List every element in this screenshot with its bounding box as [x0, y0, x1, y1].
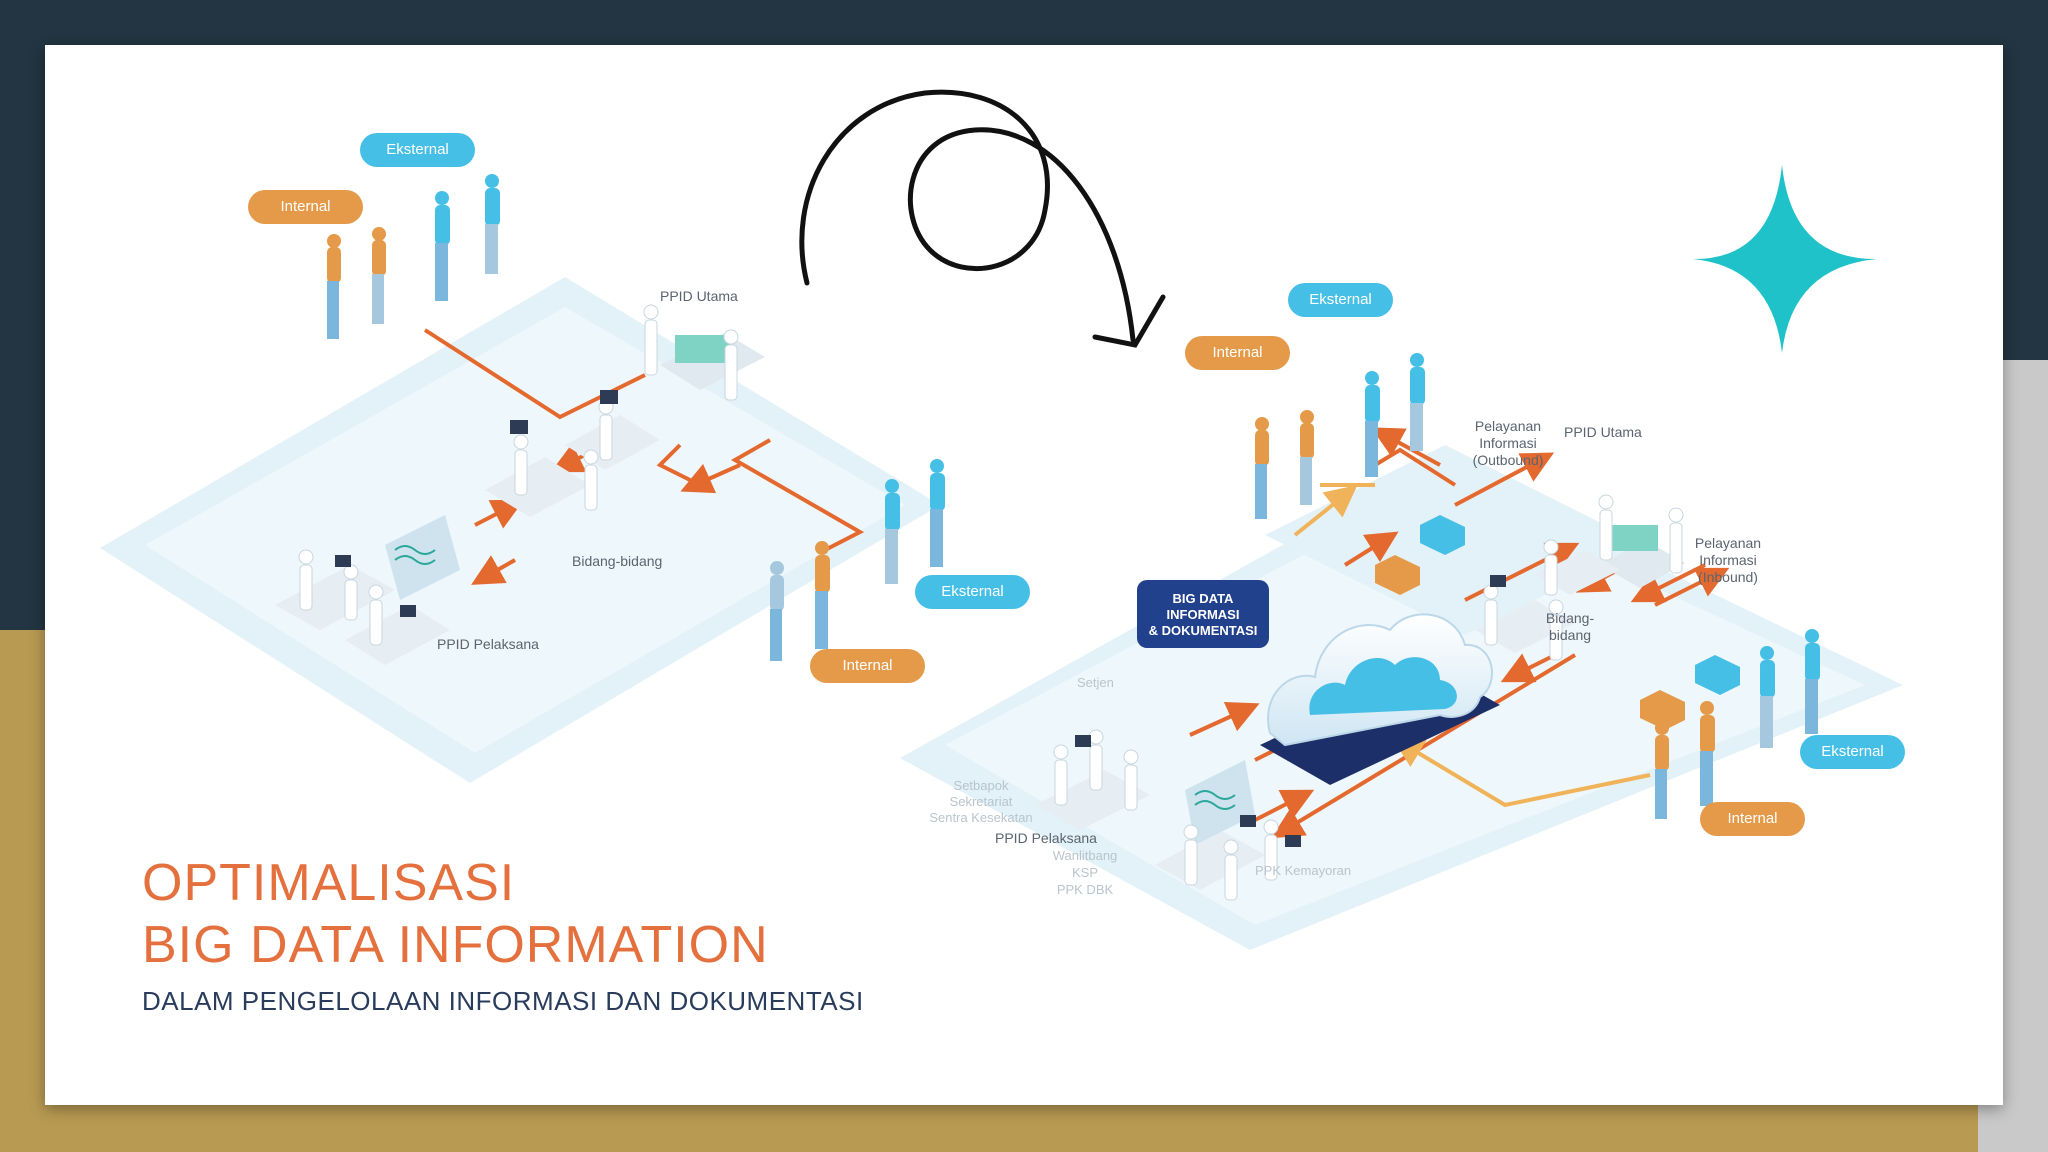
- pelayanan-outbound-line3: (Outbound): [1472, 452, 1544, 468]
- left-platform: [100, 277, 940, 783]
- faint-left-line1: Setbapok: [953, 778, 1009, 793]
- left-bidang-label: Bidang-bidang: [572, 553, 663, 569]
- right-internal-top-pill: Internal: [1185, 336, 1290, 370]
- right-pelayanan-outbound-label: Pelayanan Informasi (Outbound): [1463, 418, 1553, 469]
- left-flow-arrows: [423, 328, 865, 585]
- right-internal-bottom-pill: Internal: [1700, 802, 1805, 836]
- faint-left-line3: Sentra Kesekatan: [929, 810, 1033, 825]
- right-ppid-utama-label: PPID Utama: [1564, 424, 1642, 440]
- left-ppid-pelaksana-label: PPID Pelaksana: [437, 636, 539, 652]
- title-line-1: OPTIMALISASI: [142, 854, 516, 912]
- left-people: [275, 174, 945, 665]
- pelayanan-inbound-line1: Pelayanan: [1694, 535, 1762, 551]
- pelayanan-inbound-line3: (Inbound): [1698, 569, 1758, 585]
- bidang-line1: Bidang-: [1545, 610, 1595, 626]
- faint-bottom-line3: PPK DBK: [1056, 882, 1114, 897]
- left-internal-bottom-pill: Internal: [810, 649, 925, 683]
- pelayanan-inbound-line2: Informasi: [1699, 552, 1757, 568]
- right-ppk-label: PPK Kemayoran: [1255, 863, 1352, 878]
- right-ppid-pelaksana-label: PPID Pelaksana: [995, 830, 1097, 846]
- faint-bottom-line2: KSP: [1071, 865, 1098, 880]
- pelayanan-outbound-line2: Informasi: [1479, 435, 1537, 451]
- right-people: [1035, 353, 1820, 901]
- subtitle: DALAM PENGELOLAAN INFORMASI DAN DOKUMENT…: [142, 986, 864, 1016]
- right-bidang-label: Bidang- bidang: [1535, 610, 1605, 644]
- left-ppid-utama-label: PPID Utama: [660, 288, 738, 304]
- right-pelayanan-inbound-label: Pelayanan Informasi (Inbound): [1685, 535, 1771, 586]
- left-internal-top-pill: Internal: [248, 190, 363, 224]
- big-data-line2: INFORMASI: [1166, 607, 1240, 622]
- diagram-artwork: [100, 89, 1903, 950]
- big-data-line1: BIG DATA: [1172, 591, 1234, 606]
- big-data-line3: & DOKUMENTASI: [1148, 623, 1258, 638]
- four-point-star-icon: [1693, 165, 1877, 353]
- right-setjen-label: Setjen: [1077, 675, 1114, 690]
- slide-card: Eksternal Internal PPID Utama Bidang-bid…: [45, 45, 2003, 1105]
- left-eksternal-top-pill: Eksternal: [360, 133, 475, 167]
- right-faint-bottom-label: Wanlitbang KSP PPK DBK: [1030, 847, 1140, 898]
- cloud-icon: [1260, 613, 1500, 785]
- title-line-2: BIG DATA INFORMATION: [142, 916, 769, 974]
- faint-bottom-line1: Wanlitbang: [1052, 848, 1118, 863]
- left-eksternal-right-pill: Eksternal: [915, 575, 1030, 609]
- bidang-line2: bidang: [1548, 627, 1592, 643]
- right-faint-left-label: Setbapok Sekretariat Sentra Kesekatan: [911, 778, 1051, 826]
- big-data-badge: BIG DATA INFORMASI & DOKUMENTASI: [1137, 580, 1269, 648]
- right-eksternal-right-pill: Eksternal: [1800, 735, 1905, 769]
- right-eksternal-top-pill: Eksternal: [1288, 283, 1393, 317]
- faint-left-line2: Sekretariat: [949, 794, 1013, 809]
- curly-arrow-icon: [799, 89, 1166, 348]
- pelayanan-outbound-line1: Pelayanan: [1474, 418, 1542, 434]
